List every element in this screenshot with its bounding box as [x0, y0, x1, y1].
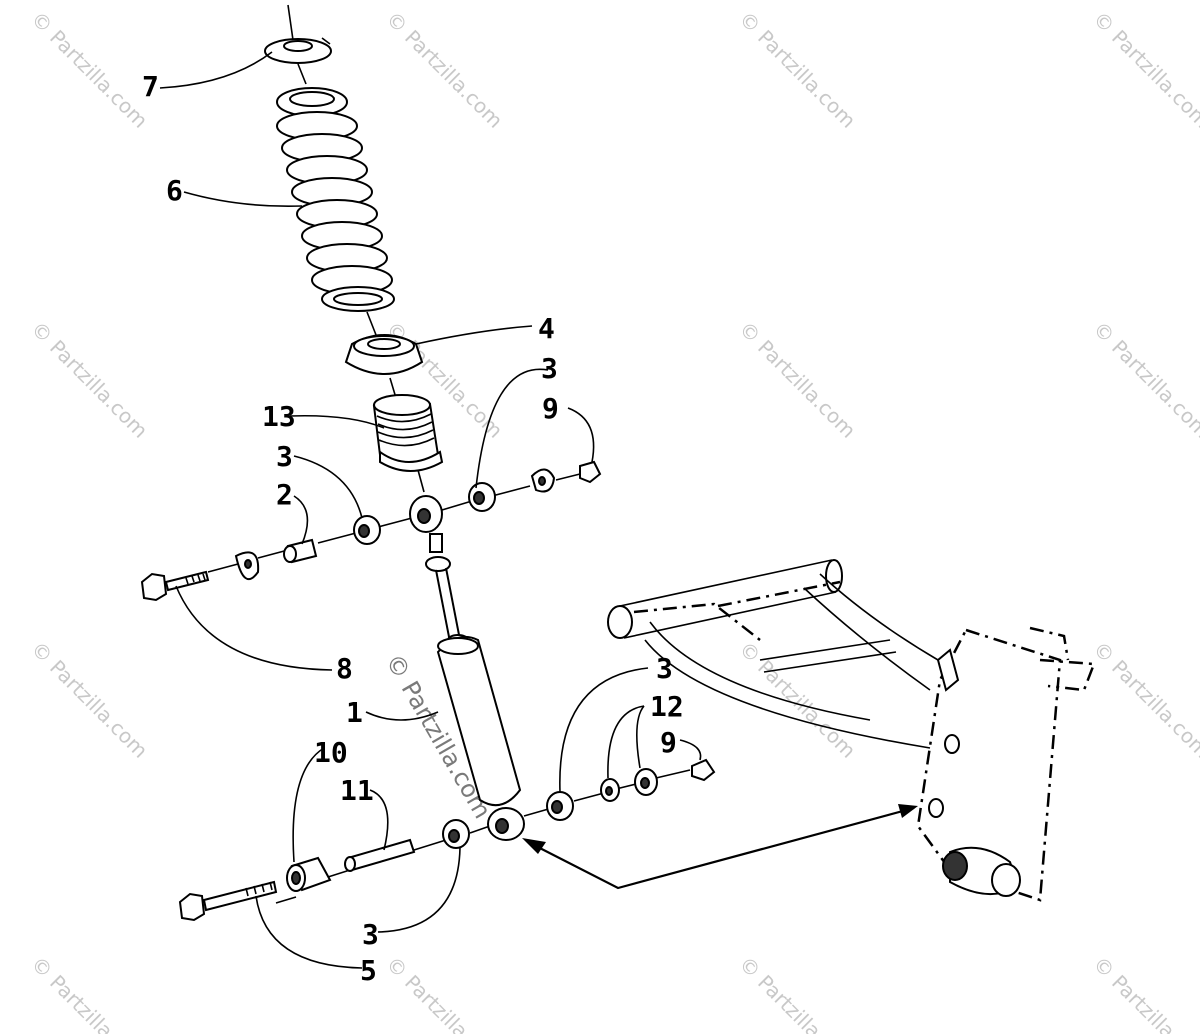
watermark: © Partzilla.com — [1088, 7, 1200, 133]
leader-lines — [159, 51, 702, 969]
callout-3-upper-left: 3 — [276, 440, 293, 473]
callout-12: 12 — [650, 690, 684, 723]
watermark: © Partzilla.com — [26, 952, 152, 1034]
shock-body-part — [436, 634, 522, 807]
shock-top-eye-part — [409, 495, 461, 643]
callout-9-lower: 9 — [660, 726, 677, 759]
spring-retainer-part — [264, 37, 332, 64]
callout-labels: 7 6 4 3 9 13 3 2 8 1 10 11 3 5 3 12 9 — [142, 70, 684, 987]
callout-11: 11 — [340, 774, 374, 807]
callout-8: 8 — [336, 652, 353, 685]
watermark: © Partzilla.com — [26, 637, 152, 763]
lower-mount-hardware — [178, 758, 716, 922]
watermark: © Partzilla.com — [1088, 952, 1200, 1034]
callout-9-upper: 9 — [542, 392, 559, 425]
watermark: © Partzilla.com — [734, 7, 860, 133]
watermark: © Partzilla.com — [381, 952, 507, 1034]
coil-spring-part — [276, 87, 395, 312]
callout-7: 7 — [142, 70, 159, 103]
watermark: © Partzilla.com — [1088, 637, 1200, 763]
callout-13: 13 — [262, 400, 296, 433]
watermark: © Partzilla.com — [26, 317, 152, 443]
callout-1: 1 — [346, 696, 363, 729]
callout-3-lower-left: 3 — [362, 918, 379, 951]
callout-3-lower-right: 3 — [656, 652, 673, 685]
watermark: © Partzilla.com — [381, 7, 507, 133]
watermark: © Partzilla.com — [734, 952, 860, 1034]
callout-10: 10 — [314, 736, 348, 769]
callout-2: 2 — [276, 478, 293, 511]
a-arm-frame-part — [607, 559, 1096, 902]
watermark: © Partzilla.com — [734, 637, 860, 763]
shock-bottom-eye-part — [487, 807, 525, 841]
callout-6: 6 — [166, 174, 183, 207]
adjuster-sleeve-part — [372, 394, 444, 472]
spring-seat-part — [344, 334, 424, 375]
upper-mount-hardware — [140, 460, 602, 602]
mounting-arrow — [522, 804, 918, 890]
watermark-group: © Partzilla.com © Partzilla.com © Partzi… — [26, 7, 1200, 1034]
callout-4: 4 — [538, 312, 555, 345]
watermark: © Partzilla.com — [734, 317, 860, 443]
watermark: © Partzilla.com — [26, 7, 152, 133]
watermark: © Partzilla.com — [1088, 317, 1200, 443]
callout-5: 5 — [360, 954, 377, 987]
callout-3-upper-right: 3 — [541, 352, 558, 385]
